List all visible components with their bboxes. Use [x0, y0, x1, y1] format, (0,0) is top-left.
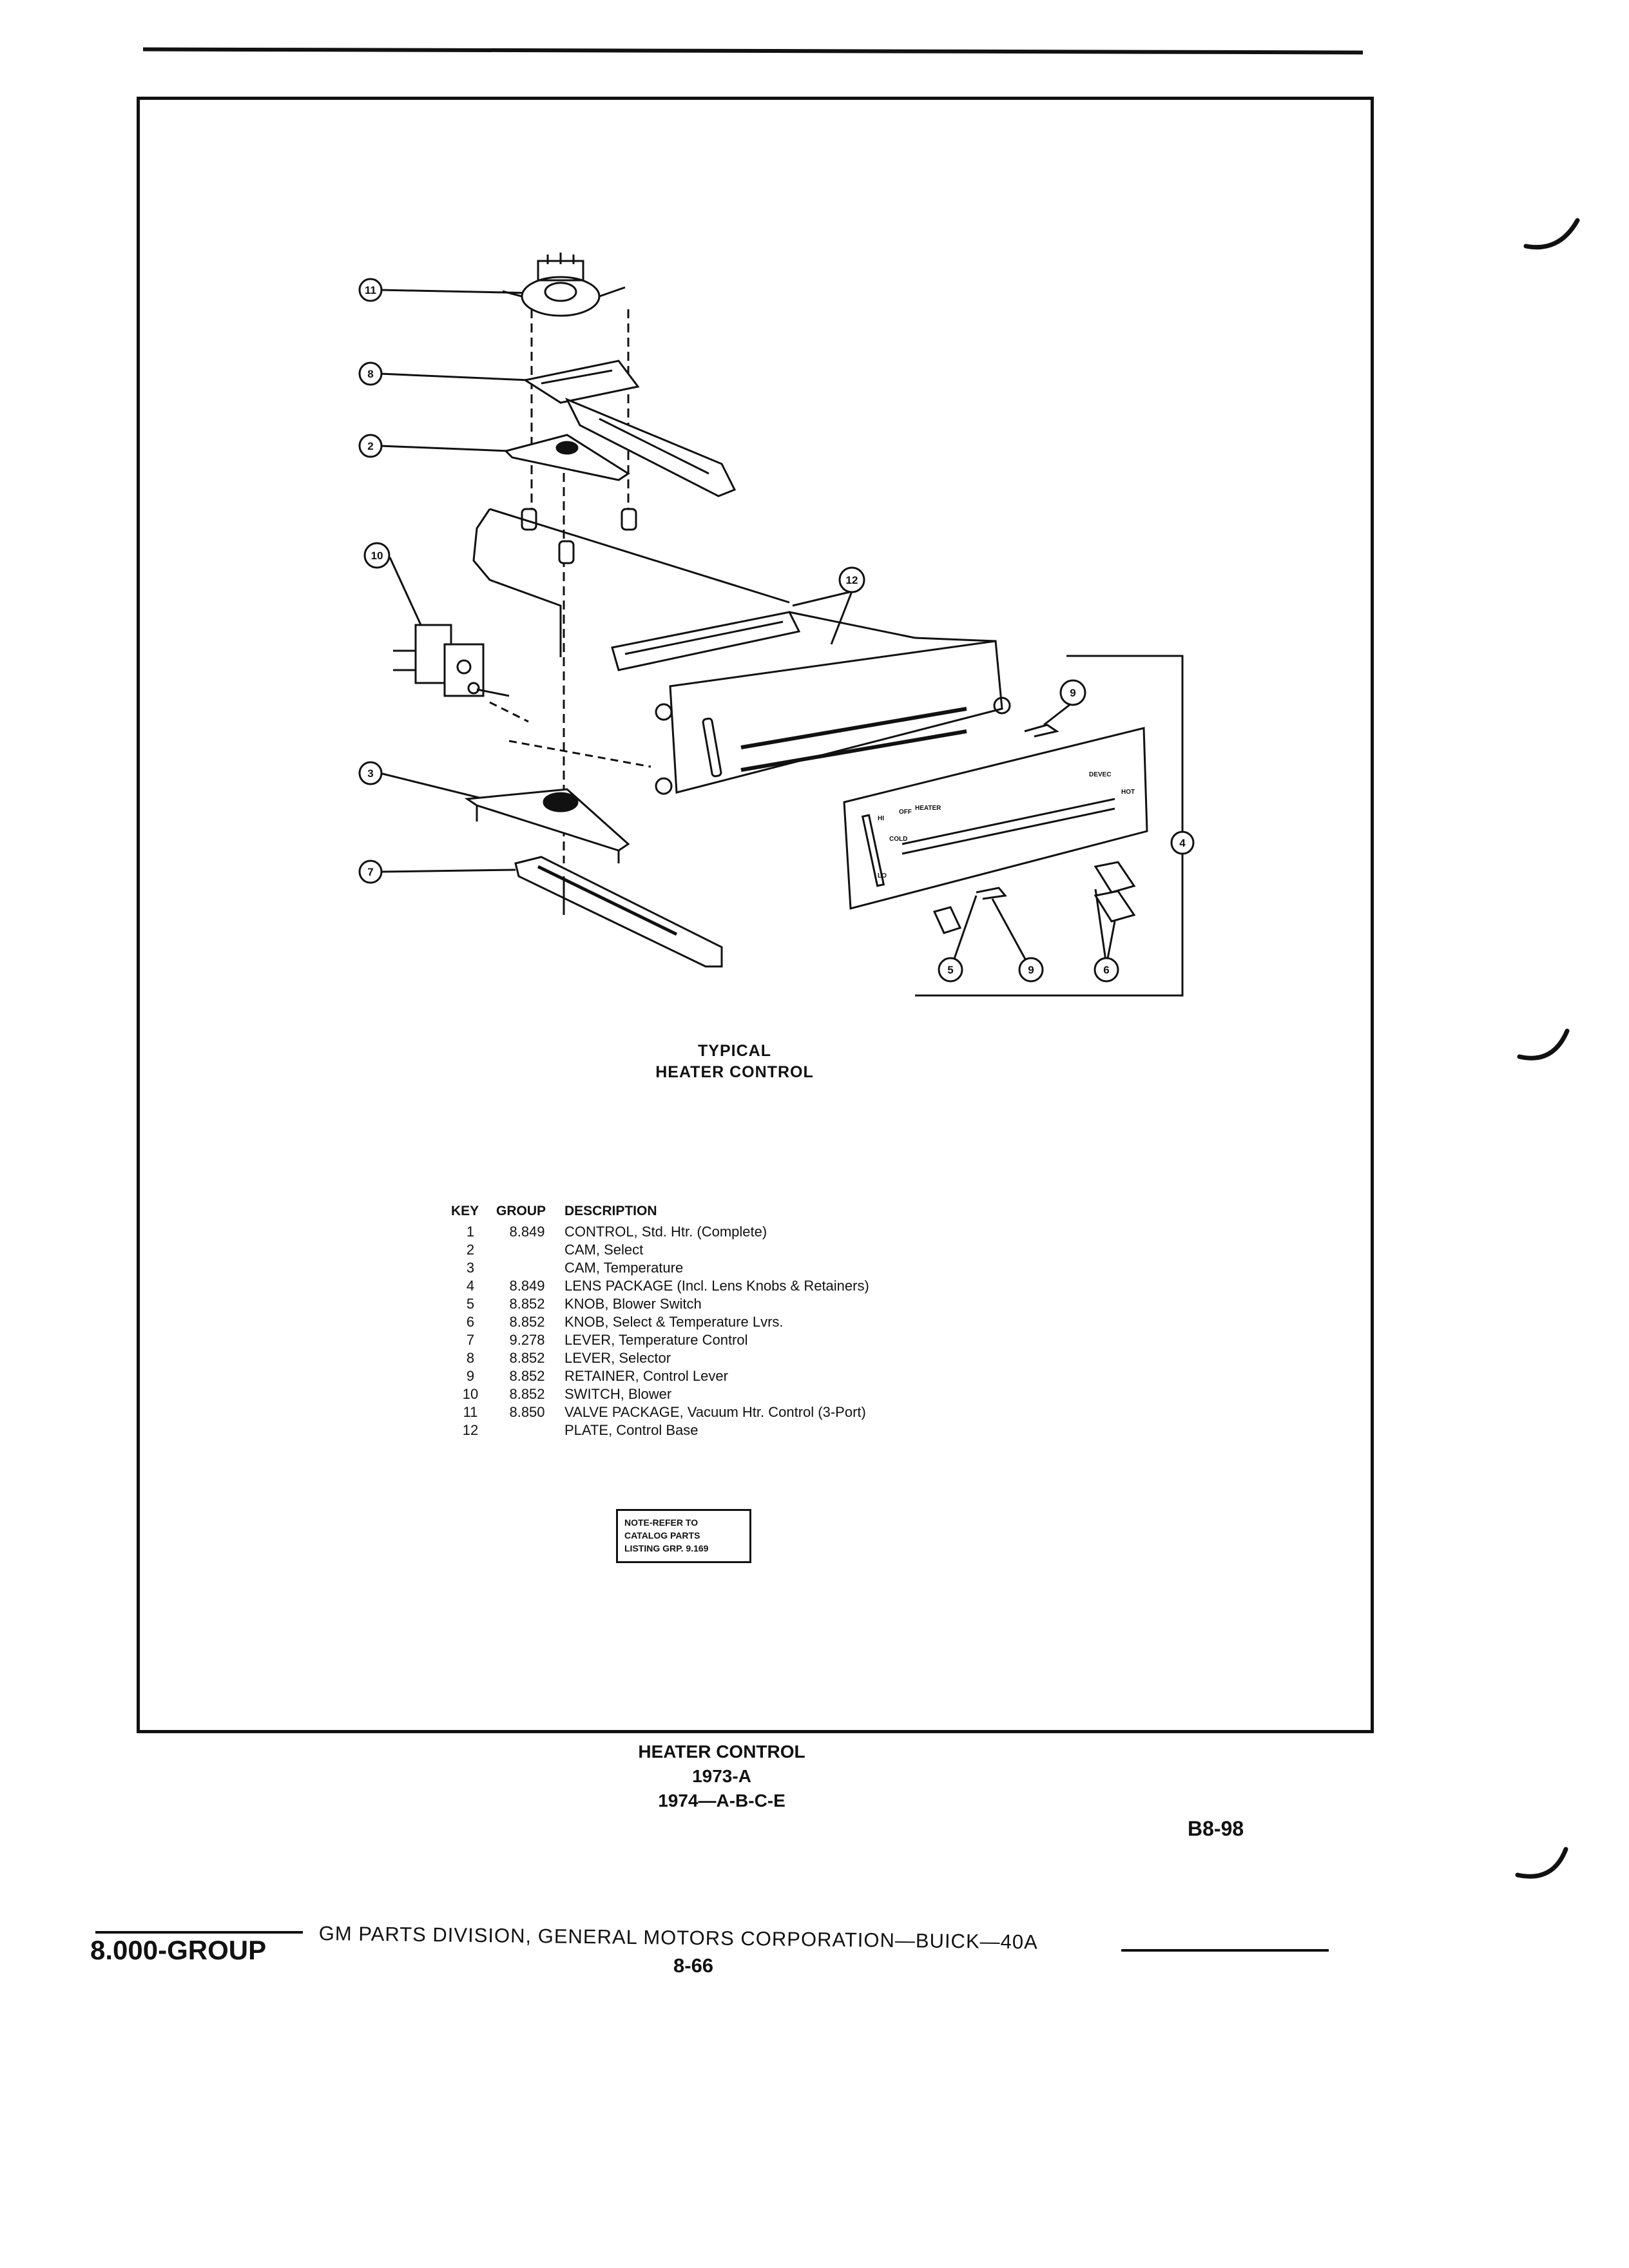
header-description: DESCRIPTION — [564, 1204, 657, 1218]
row-group: 9.278 — [509, 1332, 545, 1348]
parts-table: KEY GROUP DESCRIPTION 1 8.849 CONTROL, Std… — [451, 1202, 876, 1439]
caption-typical: TYPICAL — [698, 1042, 771, 1060]
row-key: 11 — [463, 1404, 478, 1420]
row-group: 8.850 — [509, 1404, 545, 1420]
row-description: PLATE, Control Base — [564, 1422, 699, 1438]
row-group: 8.852 — [509, 1314, 545, 1330]
callout-5: 5 — [947, 964, 953, 976]
row-description: LEVER, Temperature Control — [564, 1332, 748, 1348]
callout-11: 11 — [365, 284, 376, 296]
table-row: 11 8.850 VALVE PACKAGE, Vacuum Htr. Contro… — [451, 1403, 876, 1421]
callout-9-upper: 9 — [1070, 687, 1075, 699]
table-row: 7 9.278 LEVER, Temperature Control — [451, 1331, 876, 1349]
note-box: NOTE-REFER TO CATALOG PARTS LISTING GRP.… — [616, 1509, 751, 1563]
header-group: GROUP — [496, 1204, 546, 1218]
lens-label-devec: DEVEC — [1089, 771, 1111, 778]
parts-table-header: KEY GROUP DESCRIPTION — [451, 1202, 876, 1223]
header-key: KEY — [451, 1204, 479, 1218]
row-key: 1 — [466, 1224, 475, 1240]
row-description: KNOB, Blower Switch — [564, 1296, 702, 1312]
table-row: 3 CAM, Temperature — [451, 1259, 876, 1277]
note-line-2: CATALOG PARTS — [624, 1530, 700, 1541]
table-row: 4 8.849 LENS PACKAGE (Incl. Lens Knobs & R… — [451, 1277, 876, 1295]
footer-group-label: 8.000-GROUP — [90, 1935, 267, 1965]
lens-label-heater: HEATER — [915, 805, 941, 812]
row-description: CAM, Select — [564, 1242, 644, 1258]
callout-8: 8 — [367, 368, 373, 380]
row-key: 3 — [466, 1260, 475, 1276]
illustration-frame — [137, 97, 1374, 1733]
lens-label-hot: HOT — [1121, 789, 1135, 796]
row-key: 10 — [462, 1386, 479, 1402]
callout-2: 2 — [367, 440, 373, 452]
row-description: RETAINER, Control Lever — [564, 1368, 728, 1384]
lens-label-cold: COLD — [889, 836, 907, 843]
row-description: CONTROL, Std. Htr. (Complete) — [564, 1224, 767, 1240]
section-caption: HEATER CONTROL 1973-A 1974—A-B-C-E — [580, 1740, 863, 1813]
table-row: 2 CAM, Select — [451, 1241, 876, 1259]
footer-rule-left — [95, 1931, 303, 1934]
table-row: 5 8.852 KNOB, Blower Switch — [451, 1295, 876, 1313]
lens-label-hi: HI — [878, 815, 884, 822]
table-row: 10 8.852 SWITCH, Blower — [451, 1385, 876, 1403]
row-group: 8.852 — [509, 1296, 545, 1312]
row-key: 2 — [466, 1242, 475, 1258]
footer-page-number: 8-66 — [673, 1954, 714, 1977]
row-group: 8.852 — [509, 1368, 545, 1384]
row-key: 4 — [466, 1278, 475, 1294]
section-year-1974: 1974—A-B-C-E — [658, 1791, 786, 1811]
row-key: 7 — [466, 1332, 475, 1348]
table-row: 12 PLATE, Control Base — [451, 1421, 876, 1439]
table-row: 1 8.849 CONTROL, Std. Htr. (Complete) — [451, 1223, 876, 1241]
page-reference: B8-98 — [1188, 1817, 1244, 1840]
callout-3: 3 — [367, 767, 373, 780]
lens-label-off: OFF — [899, 809, 912, 816]
table-row: 6 8.852 KNOB, Select & Temperature Lvrs. — [451, 1313, 876, 1331]
row-key: 5 — [466, 1296, 475, 1312]
note-line-3: LISTING GRP. 9.169 — [624, 1543, 709, 1553]
row-group: 8.852 — [509, 1350, 545, 1366]
row-key: 9 — [466, 1368, 475, 1384]
row-group: 8.849 — [509, 1224, 545, 1240]
caption-title: HEATER CONTROL — [655, 1063, 814, 1081]
callout-6: 6 — [1103, 964, 1109, 976]
section-year-1973: 1973-A — [692, 1766, 751, 1786]
callout-9-lower: 9 — [1028, 964, 1034, 976]
callout-4: 4 — [1179, 837, 1186, 849]
note-line-1: NOTE-REFER TO — [624, 1517, 699, 1528]
row-key: 6 — [466, 1314, 475, 1330]
row-key: 8 — [466, 1350, 475, 1366]
diagram-caption: TYPICAL HEATER CONTROL — [580, 1041, 889, 1083]
row-description: SWITCH, Blower — [564, 1386, 672, 1402]
lens-label-lo: LO — [878, 872, 887, 879]
table-row: 9 8.852 RETAINER, Control Lever — [451, 1367, 876, 1385]
row-description: LENS PACKAGE (Incl. Lens Knobs & Retaine… — [564, 1278, 869, 1294]
row-description: VALVE PACKAGE, Vacuum Htr. Control (3-Po… — [564, 1404, 866, 1420]
row-description: LEVER, Selector — [564, 1350, 671, 1366]
row-group: 8.852 — [509, 1386, 545, 1402]
table-row: 8 8.852 LEVER, Selector — [451, 1349, 876, 1367]
section-title: HEATER CONTROL — [638, 1742, 805, 1762]
callout-12: 12 — [846, 574, 858, 586]
callout-7: 7 — [367, 866, 373, 878]
callout-10: 10 — [371, 550, 383, 562]
row-description: CAM, Temperature — [564, 1260, 684, 1276]
footer-rule-right — [1121, 1949, 1329, 1952]
row-description: KNOB, Select & Temperature Lvrs. — [564, 1314, 784, 1330]
row-group: 8.849 — [509, 1278, 545, 1294]
row-key: 12 — [462, 1422, 479, 1438]
